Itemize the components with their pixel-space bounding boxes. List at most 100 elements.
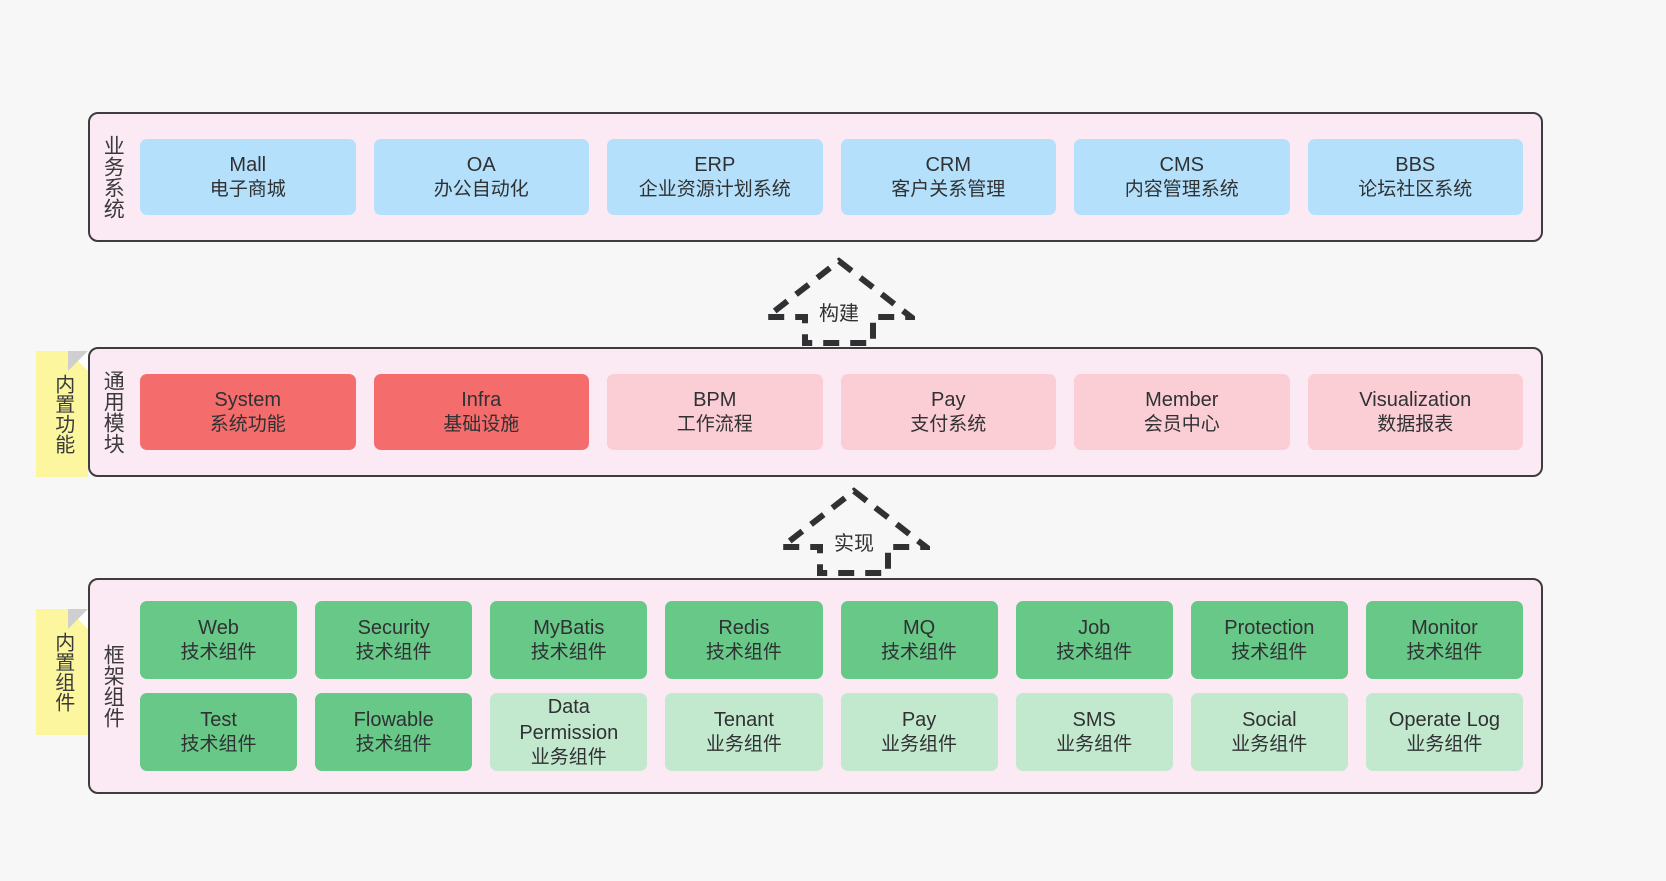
- card-en-label: Protection: [1224, 616, 1315, 639]
- arrow-build-label: 构建: [819, 303, 859, 325]
- business-card-cms[interactable]: CMS 内容管理系统: [1074, 139, 1290, 215]
- card-en-label: Visualization: [1359, 388, 1472, 411]
- card-cn-label: 业务组件: [1231, 733, 1308, 755]
- module-card-bpm[interactable]: BPM 工作流程: [607, 374, 823, 450]
- card-en-label: SMS: [1072, 708, 1116, 731]
- layer-framework-body: Web 技术组件 Security 技术组件 MyBatis 技术组件 Redi…: [134, 580, 1541, 792]
- sticky-note-builtin-features: 内置功能: [36, 351, 88, 477]
- card-cn-label: 业务组件: [705, 733, 782, 755]
- card-cn-label: 技术组件: [1231, 641, 1308, 663]
- business-card-crm[interactable]: CRM 客户关系管理: [840, 139, 1056, 215]
- module-card-visualization[interactable]: Visualization 数据报表: [1307, 374, 1523, 450]
- card-cn-label: 技术组件: [881, 641, 958, 663]
- business-row: Mall 电子商城 OA 办公自动化 ERP 企业资源计划系统 CRM 客户关系…: [140, 139, 1523, 215]
- layer-common-modules: 通用模块 System 系统功能 Infra 基础设施 BPM 工作流程 Pay…: [88, 347, 1543, 477]
- card-cn-label: 业务组件: [530, 746, 607, 768]
- modules-row: System 系统功能 Infra 基础设施 BPM 工作流程 Pay 支付系统…: [140, 374, 1523, 450]
- card-en-label: Test: [200, 708, 237, 731]
- card-cn-label: 业务组件: [1406, 733, 1483, 755]
- layer-modules-body: System 系统功能 Infra 基础设施 BPM 工作流程 Pay 支付系统…: [134, 349, 1541, 475]
- component-card-monitor[interactable]: Monitor 技术组件: [1365, 601, 1523, 679]
- card-en-label: Member: [1145, 388, 1219, 411]
- card-en-label: Pay: [931, 388, 966, 411]
- layer-business-title: 业务系统: [101, 135, 125, 219]
- card-en-label: Web: [198, 616, 239, 639]
- card-cn-label: 技术组件: [1056, 641, 1133, 663]
- layer-business-body: Mall 电子商城 OA 办公自动化 ERP 企业资源计划系统 CRM 客户关系…: [134, 114, 1541, 240]
- arrow-implement: 实现: [778, 487, 930, 577]
- layer-framework-title: 框架组件: [101, 644, 125, 728]
- module-card-member[interactable]: Member 会员中心: [1074, 374, 1290, 450]
- card-cn-label: 电子商城: [209, 178, 286, 200]
- card-cn-label: 业务组件: [1056, 733, 1133, 755]
- component-card-sms[interactable]: SMS 业务组件: [1015, 693, 1173, 771]
- card-cn-label: 技术组件: [705, 641, 782, 663]
- framework-mixed-row: Test 技术组件 Flowable 技术组件 Data Permission …: [140, 693, 1523, 771]
- card-cn-label: 内容管理系统: [1124, 178, 1239, 200]
- component-card-mybatis[interactable]: MyBatis 技术组件: [490, 601, 648, 679]
- framework-tech-row: Web 技术组件 Security 技术组件 MyBatis 技术组件 Redi…: [140, 601, 1523, 679]
- card-en-label: MQ: [902, 616, 936, 639]
- card-en-label: Flowable: [353, 708, 434, 731]
- card-en-label: Pay: [901, 708, 937, 731]
- card-cn-label: 技术组件: [355, 641, 432, 663]
- card-cn-label: 工作流程: [676, 413, 753, 435]
- card-cn-label: 办公自动化: [433, 178, 529, 200]
- layer-business-systems: 业务系统 Mall 电子商城 OA 办公自动化 ERP 企业资源计划系统 CRM…: [88, 112, 1543, 242]
- card-en-label: Social: [1242, 708, 1297, 731]
- component-card-flowable[interactable]: Flowable 技术组件: [315, 693, 473, 771]
- arrow-build: 构建: [763, 257, 915, 347]
- card-en-label: BBS: [1395, 153, 1436, 176]
- card-en-label: OA: [466, 153, 496, 176]
- card-cn-label: 会员中心: [1143, 413, 1220, 435]
- module-card-infra[interactable]: Infra 基础设施: [373, 374, 589, 450]
- card-cn-label: 技术组件: [180, 641, 257, 663]
- component-card-web[interactable]: Web 技术组件: [140, 601, 298, 679]
- card-cn-label: 系统功能: [209, 413, 286, 435]
- component-card-social[interactable]: Social 业务组件: [1190, 693, 1348, 771]
- component-card-tenant[interactable]: Tenant 业务组件: [665, 693, 823, 771]
- component-card-data-permission[interactable]: Data Permission 业务组件: [490, 693, 648, 771]
- component-card-operate-log[interactable]: Operate Log 业务组件: [1365, 693, 1523, 771]
- card-en-label: MyBatis: [533, 616, 605, 639]
- business-card-oa[interactable]: OA 办公自动化: [373, 139, 589, 215]
- card-en-label: System: [214, 388, 282, 411]
- component-card-test[interactable]: Test 技术组件: [140, 693, 298, 771]
- card-en-label: CRM: [925, 153, 972, 176]
- card-cn-label: 基础设施: [443, 413, 520, 435]
- component-card-pay[interactable]: Pay 业务组件: [840, 693, 998, 771]
- card-en-label: Security: [357, 616, 430, 639]
- module-card-pay[interactable]: Pay 支付系统: [840, 374, 1056, 450]
- card-cn-label: 技术组件: [355, 733, 432, 755]
- layer-modules-title: 通用模块: [101, 370, 125, 454]
- card-cn-label: 业务组件: [881, 733, 958, 755]
- layer-framework-components: 框架组件 Web 技术组件 Security 技术组件 MyBatis 技术组件…: [88, 578, 1543, 794]
- card-cn-label: 数据报表: [1377, 413, 1454, 435]
- card-en-label: Monitor: [1411, 616, 1478, 639]
- component-card-security[interactable]: Security 技术组件: [315, 601, 473, 679]
- business-card-bbs[interactable]: BBS 论坛社区系统: [1307, 139, 1523, 215]
- card-cn-label: 技术组件: [180, 733, 257, 755]
- component-card-mq[interactable]: MQ 技术组件: [840, 601, 998, 679]
- card-cn-label: 企业资源计划系统: [638, 178, 791, 200]
- module-card-system[interactable]: System 系统功能: [140, 374, 356, 450]
- card-cn-label: 技术组件: [530, 641, 607, 663]
- business-card-mall[interactable]: Mall 电子商城: [140, 139, 356, 215]
- card-en-label: Infra: [461, 388, 502, 411]
- card-en-label: Tenant: [713, 708, 774, 731]
- card-en-label: Mall: [229, 153, 267, 176]
- card-en-label: Redis: [718, 616, 770, 639]
- card-cn-label: 支付系统: [910, 413, 987, 435]
- component-card-job[interactable]: Job 技术组件: [1015, 601, 1173, 679]
- card-en-label: Job: [1078, 616, 1111, 639]
- component-card-redis[interactable]: Redis 技术组件: [665, 601, 823, 679]
- card-cn-label: 论坛社区系统: [1358, 178, 1473, 200]
- component-card-protection[interactable]: Protection 技术组件: [1190, 601, 1348, 679]
- card-cn-label: 客户关系管理: [891, 178, 1006, 200]
- business-card-erp[interactable]: ERP 企业资源计划系统: [607, 139, 823, 215]
- arrow-implement-label: 实现: [834, 533, 874, 555]
- card-en-label: Operate Log: [1388, 708, 1501, 731]
- card-cn-label: 技术组件: [1406, 641, 1483, 663]
- card-en-label: Data Permission: [519, 695, 619, 744]
